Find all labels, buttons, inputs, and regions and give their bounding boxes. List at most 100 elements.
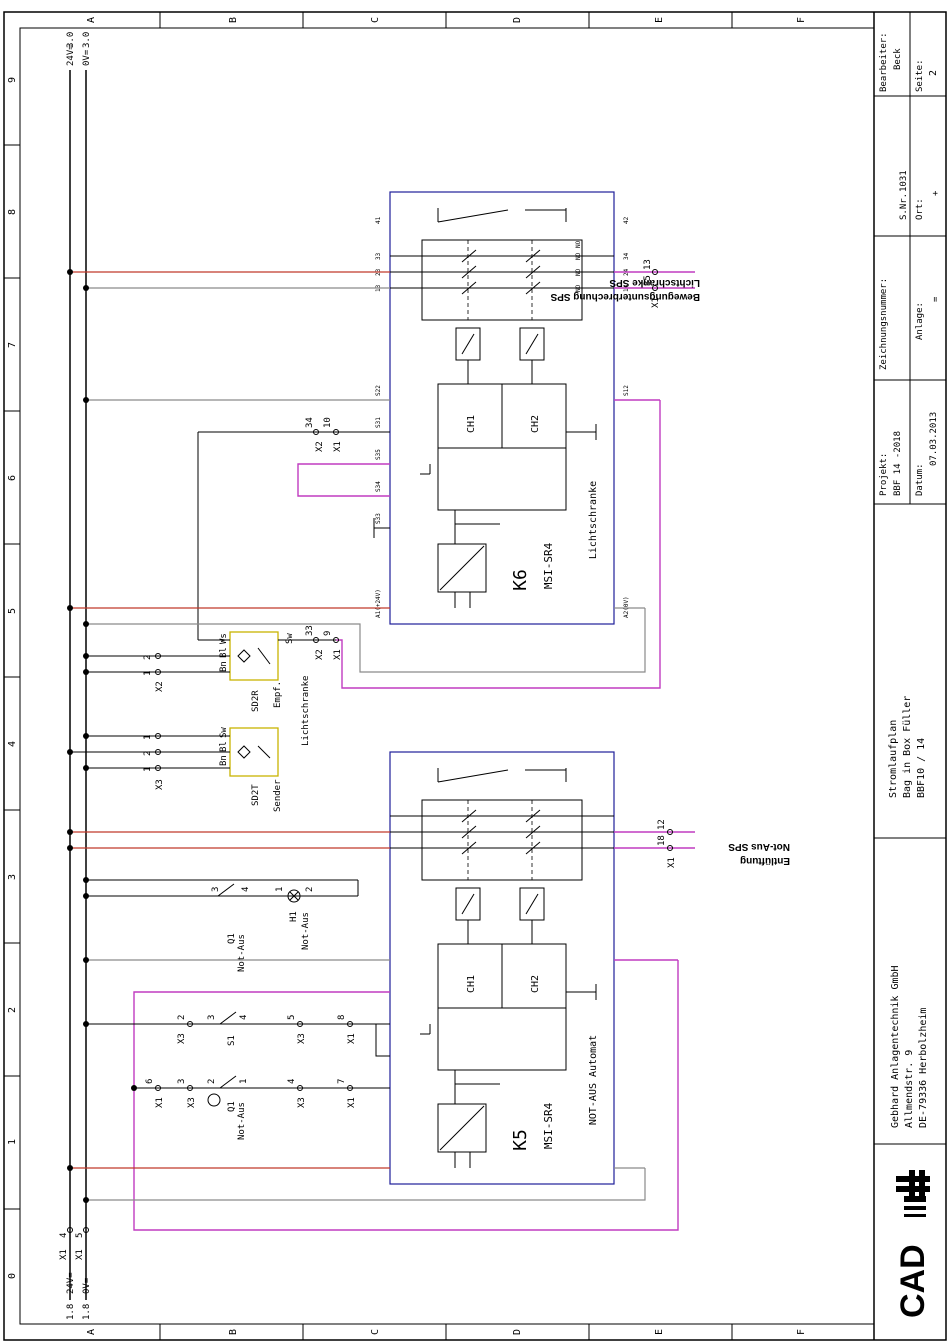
zeichnung-label: Zeichnungsnummer: [879,278,889,370]
h1-name: Not-Aus [301,912,311,950]
grid-col-7: 7 [7,342,18,348]
rail-24v-term: X1 [59,1249,69,1260]
sd2r-name: Empf. [273,681,283,708]
rail-24v-term-num: 4 [59,1233,69,1238]
k6-in-x1: X1 [333,441,343,452]
q1b-pin-4: 4 [241,887,251,892]
k6-ch1: CH1 [466,415,477,433]
k5-out-x1: X1 [667,857,677,868]
sd2t-t1: 1 [143,735,153,740]
rail-24v-label-top: 24V= [66,44,76,66]
k5-function: NOT-AUS Automat [588,1035,599,1125]
grid-row-labels-bottom: A B C D E F [86,1324,807,1340]
q1a-x3b: X3 [297,1097,307,1108]
grid-row-d-bottom: D [512,1329,523,1335]
sd2r-33: 33 [305,625,315,636]
h1-pin-1: 1 [275,887,285,892]
doc-title: Bag in Box Füller [902,696,913,798]
grid-col-3: 3 [7,874,18,880]
grid-row-labels-top: A B C D E F [86,12,807,28]
sd2t-t2: 2 [143,751,153,756]
q1a-t6: 6 [145,1079,155,1084]
s1-t3: 3 [207,1015,217,1020]
k5-model: MSI-SR4 [542,1102,555,1149]
anlage-label: Anlage: [915,302,925,340]
grid-row-b-top: B [228,17,239,23]
rail-0v-label-bot: 0V= [82,1277,92,1294]
q1a-t7: 7 [337,1079,347,1084]
grid-col-labels: 0 1 2 3 4 5 6 7 8 9 [4,77,20,1279]
sd2t-term-x3: X3 [155,779,165,790]
k6-pin-s35: S35 [375,449,382,460]
grid-row-c-top: C [370,17,381,23]
rail-24v-label-bot: 24V= [66,1272,76,1294]
q1b-pin-3: 3 [211,887,221,892]
grid-row-a-top: A [86,17,97,23]
cad-logo: CAD [894,1244,932,1318]
k6-out-label-1: Lichtschranke SPS [609,277,700,288]
h1-pin-2: 2 [305,887,315,892]
rail-0v-ref-top: 3.0 [82,32,92,48]
sd2r-tag: SD2R [251,690,261,712]
k6-no-3: NO [575,252,582,260]
grid-row-e-bottom: E [654,1329,665,1335]
sd2r-wire-ws: Ws [219,633,229,644]
sd2t-t3: 1 [143,767,153,772]
sd2t-wire-bl: Bl [219,741,229,752]
s1-t5: 5 [287,1015,297,1020]
sd2t-wire-bn: Bn [219,755,229,766]
k6-no-4: NO [575,240,582,248]
company-street: Allmendstr. 9 [904,1050,915,1128]
projekt-label: Projekt: [879,453,889,496]
doc-type: Stromlaufplan [888,720,899,798]
s1-t4: 4 [239,1015,249,1020]
q1b-name: Not-Aus [237,934,247,972]
sensor-group-name: Lichtschranke [301,676,311,746]
k5-out-18: 18 [657,835,667,846]
datum-label: Datum: [915,463,925,496]
k6-no-2: NO [575,268,582,276]
k6-out-x1: X1 [651,297,661,308]
rail-0v-ref-bot: 1.8 [82,1304,92,1320]
h1-lamp-icon [287,889,301,903]
sensor-sd2t: X3 Bn Bl Sw SD2T Sender [67,727,283,812]
k5-tag: K5 [510,1129,531,1151]
sd2t-tag: SD2T [251,784,261,806]
relay-k5: CH1 CH2 K5 MSI-SR4 NOT-AUS Automat [389,751,615,1185]
grid-row-a-bottom: A [86,1329,97,1335]
q1a-x3: X3 [187,1097,197,1108]
q1a-estop-icon [207,1093,221,1107]
k6-pin-42: 42 [623,216,630,224]
q1a-t1: 1 [239,1079,249,1084]
q1a-t3: 3 [177,1079,187,1084]
bearbeiter-label: Bearbeiter: [879,32,889,92]
s1-t8: 8 [337,1015,347,1020]
relay-k5-box [389,751,615,1185]
terminal-labels: 2 1 1 2 1 2 X3 3 4 5 X3 8 X1 6 X1 3 X3 2… [143,655,357,1108]
logo-mark-icon [896,1170,930,1217]
grid-row-d-top: D [512,17,523,23]
company-city: DE-79336 Herbolzheim [918,1008,929,1128]
doc-no: BBF10 / 14 [916,738,927,798]
bearbeiter-value: Beck [893,48,903,70]
grid-col-1: 1 [7,1139,18,1145]
s1-x1: X1 [347,1033,357,1044]
sd2t-wire-sw: Sw [219,727,229,738]
sd2r-sw: Sw [285,633,295,644]
ort-value: + [931,190,941,196]
rail-0v-label-top: 0V= [82,49,92,66]
power-rails: 24V= 0V= 3.0 3.0 1.8 1.8 24V= 0V= X1 4 X… [59,32,92,1320]
sd2t-box [229,727,279,777]
grid-col-2: 2 [7,1007,18,1013]
k6-out-13: 13 [643,259,653,270]
snr-label: S.Nr. [899,193,909,220]
k6-pin-41: 41 [375,216,382,224]
k6-function: Lichtschranke [588,481,599,559]
sd2r-wire-bl: Bl [219,647,229,658]
seite-value: 2 [928,70,939,76]
grid-col-4: 4 [7,741,18,747]
k6-tag: K6 [510,569,531,591]
k6-out-35: 35 [643,275,653,286]
sd2r-x1: X1 [333,649,343,660]
sd2r-wire-bn: Bn [219,661,229,672]
